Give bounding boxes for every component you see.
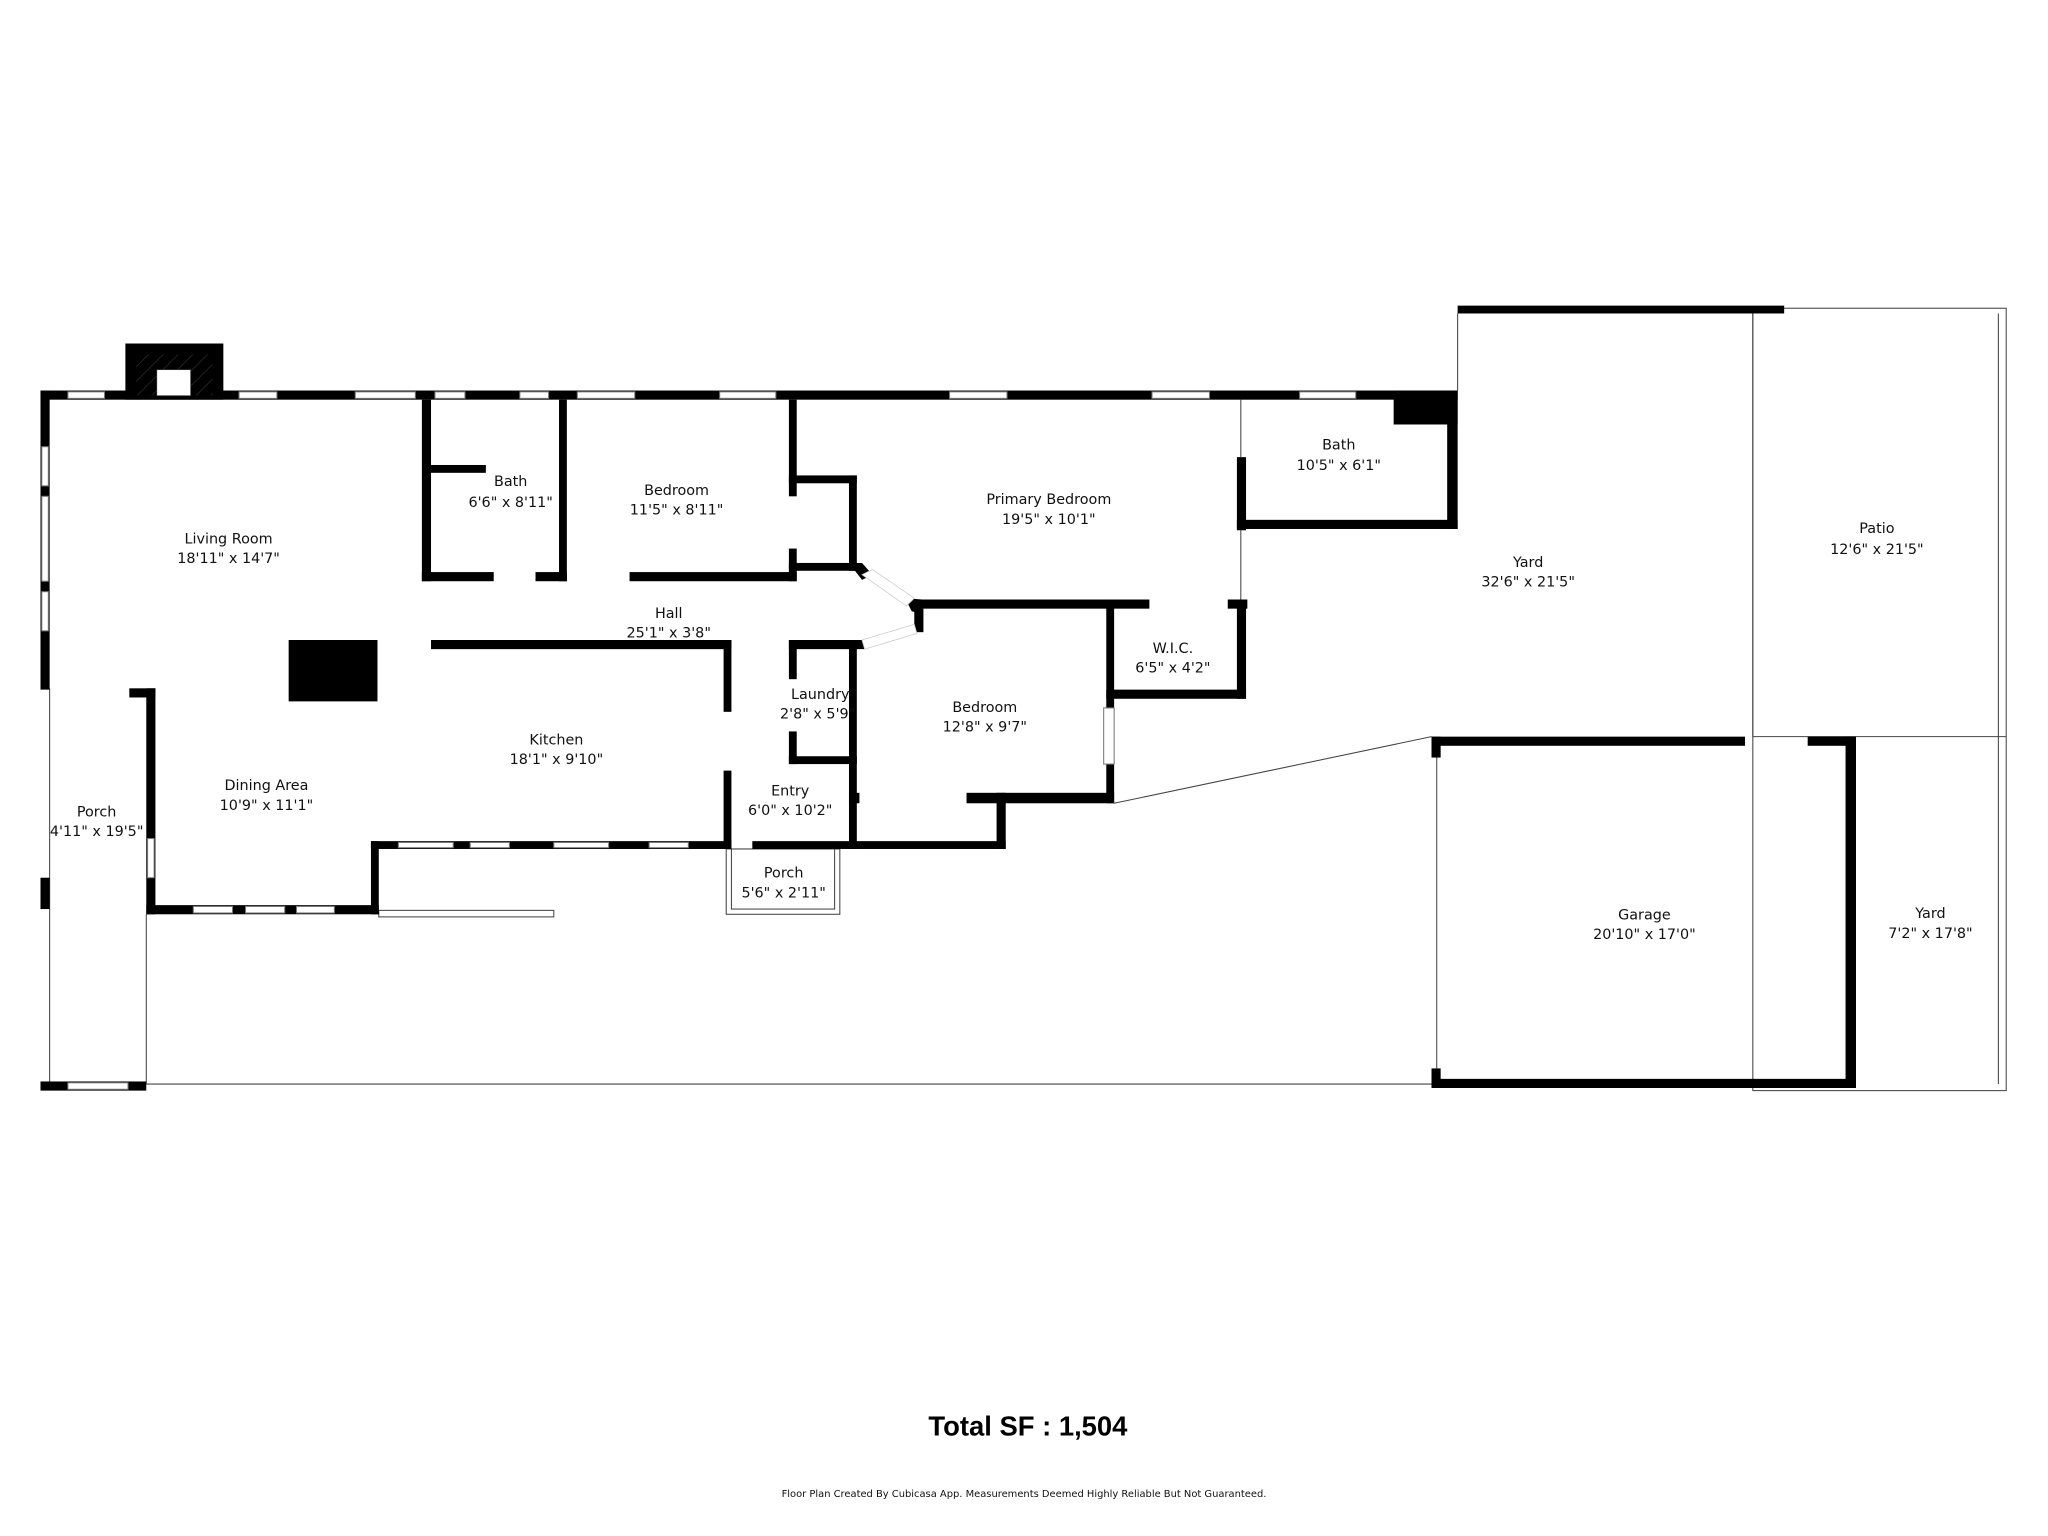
room-name: W.I.C. — [1153, 641, 1194, 657]
room-wic: W.I.C. 6'5" x 4'2" — [1135, 641, 1210, 677]
room-patio: Patio 12'6" x 21'5" — [1830, 521, 1924, 558]
room-kitchen: Kitchen 18'1" x 9'10" — [510, 732, 604, 768]
room-name: Porch — [77, 804, 117, 820]
room-porch: Porch 4'11" x 19'5" — [50, 804, 144, 840]
room-name: Primary Bedroom — [986, 492, 1111, 508]
room-size: 19'5" x 10'1" — [1002, 512, 1096, 528]
room-yard-2: Yard 7'2" x 17'8" — [1888, 906, 1972, 942]
room-labels: Living Room 18'11" x 14'7" Bath 6'6" x 8'1… — [50, 437, 1973, 943]
room-name: Kitchen — [529, 732, 583, 748]
walls — [40, 305, 1856, 1091]
room-name: Bedroom — [644, 483, 709, 499]
room-porch-2: Porch 5'6" x 2'11" — [741, 866, 825, 902]
room-size: 2'8" x 5'9" — [780, 706, 855, 722]
room-size: 32'6" x 21'5" — [1481, 574, 1575, 590]
room-garage: Garage 20'10" x 17'0" — [1593, 908, 1696, 944]
room-hall: Hall 25'1" x 3'8" — [627, 606, 711, 642]
windows — [41, 391, 1357, 1090]
room-size: 20'10" x 17'0" — [1593, 927, 1696, 943]
room-size: 10'5" x 6'1" — [1297, 458, 1381, 474]
room-size: 18'11" x 14'7" — [177, 551, 280, 567]
room-name: Garage — [1618, 908, 1671, 924]
room-bedroom-2: Bedroom 12'8" x 9'7" — [943, 700, 1027, 736]
room-size: 25'1" x 3'8" — [627, 625, 711, 641]
room-bedroom: Bedroom 11'5" x 8'11" — [630, 483, 724, 519]
room-size: 7'2" x 17'8" — [1888, 926, 1972, 942]
outdoor-outlines — [49, 307, 2007, 1092]
room-name: Hall — [655, 606, 683, 622]
room-name: Bedroom — [952, 700, 1017, 716]
room-size: 11'5" x 8'11" — [630, 503, 724, 519]
room-entry: Entry 6'0" x 10'2" — [748, 783, 832, 819]
room-size: 6'0" x 10'2" — [748, 803, 832, 819]
room-size: 10'9" x 11'1" — [220, 798, 314, 814]
room-size: 12'6" x 21'5" — [1830, 542, 1924, 558]
room-primary-bedroom: Primary Bedroom 19'5" x 10'1" — [986, 492, 1111, 528]
room-name: Laundry — [791, 687, 850, 703]
room-name: Living Room — [184, 531, 272, 547]
room-living-room: Living Room 18'11" x 14'7" — [177, 531, 280, 567]
room-bath: Bath 6'6" x 8'11" — [468, 474, 552, 511]
room-name: Porch — [764, 866, 804, 882]
room-name: Yard — [1914, 906, 1945, 922]
room-size: 6'5" x 4'2" — [1135, 661, 1210, 677]
room-size: 6'6" x 8'11" — [468, 495, 552, 511]
room-name: Bath — [494, 474, 527, 490]
room-name: Entry — [771, 783, 810, 799]
room-bath-2: Bath 10'5" x 6'1" — [1297, 437, 1381, 474]
total-square-footage: Total SF : 1,504 — [928, 1410, 1128, 1441]
room-size: 4'11" x 19'5" — [50, 824, 144, 840]
room-size: 12'8" x 9'7" — [943, 719, 1027, 735]
room-name: Bath — [1322, 437, 1355, 453]
room-name: Yard — [1512, 555, 1543, 571]
room-dining-area: Dining Area 10'9" x 11'1" — [220, 778, 314, 814]
room-laundry: Laundry 2'8" x 5'9" — [780, 687, 855, 723]
footer-disclaimer: Floor Plan Created By Cubicasa App. Meas… — [782, 1489, 1267, 1500]
room-name: Dining Area — [224, 778, 308, 794]
room-size: 5'6" x 2'11" — [741, 885, 825, 901]
room-name: Patio — [1859, 521, 1894, 537]
room-yard: Yard 32'6" x 21'5" — [1481, 555, 1575, 591]
room-size: 18'1" x 9'10" — [510, 752, 604, 768]
